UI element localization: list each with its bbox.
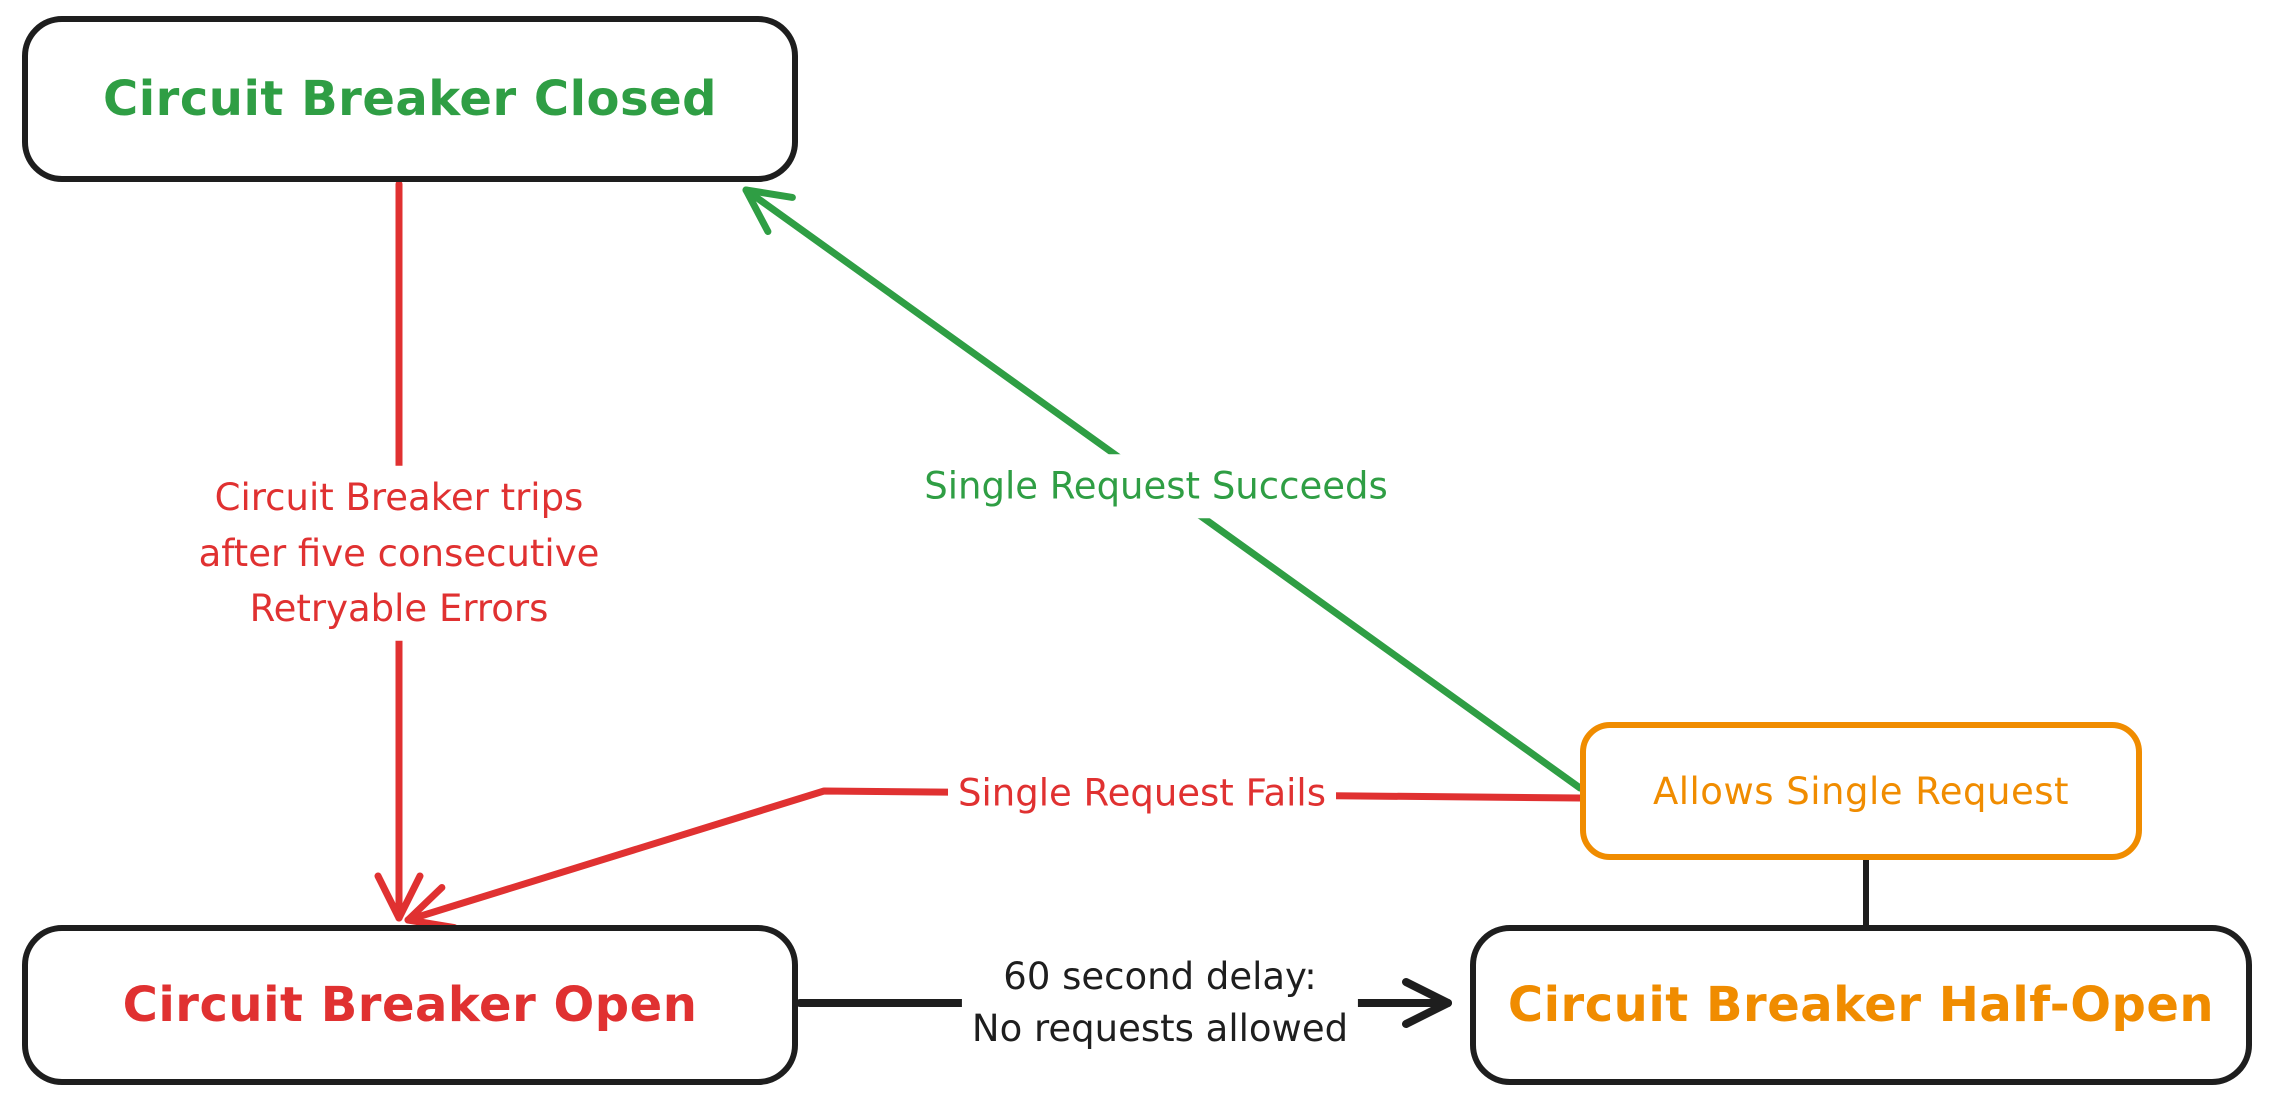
edge-label-succeeds: Single Request Succeeds [914,454,1398,518]
edge-label-delay-line-2: No requests allowed [971,1007,1349,1050]
edge-label-trips-line-2: after five consecutive [198,531,600,575]
node-label-half-open: Circuit Breaker Half-Open [1507,977,2215,1033]
node-label-closed: Circuit Breaker Closed [103,71,717,127]
edge-label-delay: 60 second delay: No requests allowed [961,947,1359,1059]
edge-label-trips-line-3: Retryable Errors [249,586,549,630]
node-circuit-breaker-open: Circuit Breaker Open [22,925,798,1085]
edge-label-trips: Circuit Breaker trips after five consecu… [188,465,610,641]
node-circuit-breaker-closed: Circuit Breaker Closed [22,16,798,182]
edge-label-fails: Single Request Fails [948,761,1336,825]
node-allows-single-request: Allows Single Request [1580,722,2142,860]
node-circuit-breaker-half-open: Circuit Breaker Half-Open [1470,925,2252,1085]
edge-label-delay-line-1: 60 second delay: [1003,955,1317,999]
edge-label-trips-line-1: Circuit Breaker trips [214,475,584,519]
node-label-allows: Allows Single Request [1652,769,2070,813]
node-label-open: Circuit Breaker Open [122,977,698,1033]
